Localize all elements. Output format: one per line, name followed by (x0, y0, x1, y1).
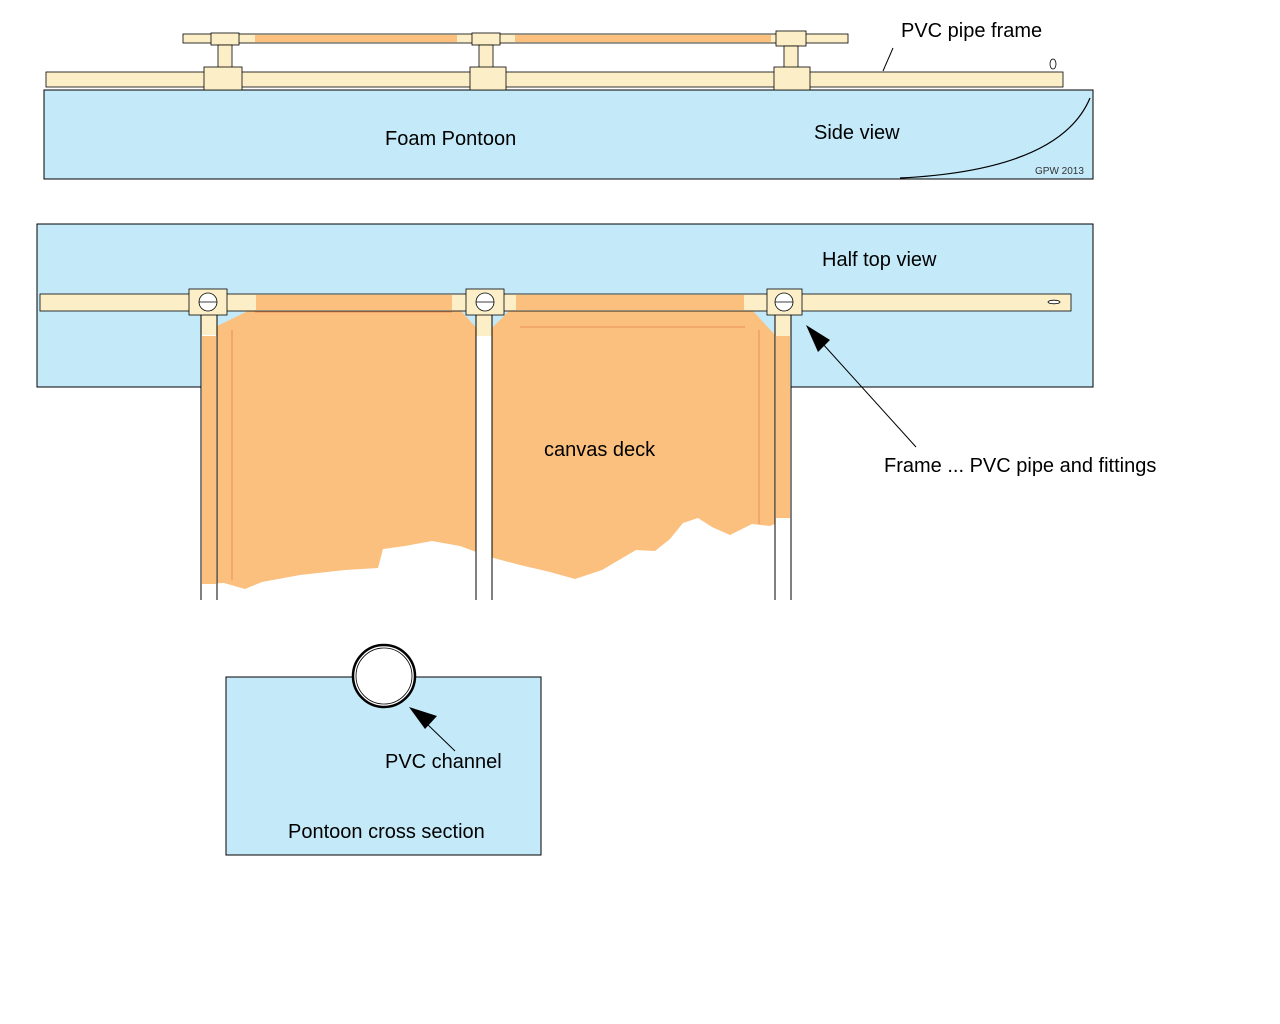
top-view: Half top view canvas deck Frame ... PVC … (36, 223, 1156, 600)
cross-pipe (200, 314, 218, 600)
side-canvas-segment (255, 35, 457, 42)
top-canvas-overlap (516, 295, 744, 310)
top-canvas-overlap (256, 295, 452, 310)
frame-leader-arrow (806, 325, 917, 448)
side-bow-curve (899, 97, 1091, 179)
top-fitting (465, 288, 505, 316)
pvc-channel-circle (351, 643, 417, 709)
side-fitting (469, 32, 507, 91)
side-fitting (203, 32, 243, 91)
cross-pipe (774, 314, 792, 600)
frame-fittings-label: Frame ... PVC pipe and fittings (884, 455, 1156, 477)
side-pontoon-body (43, 89, 1094, 180)
credit-label: GPW 2013 (1035, 166, 1084, 177)
top-pipe-end-hole (1047, 299, 1061, 305)
side-canvas-segment (515, 35, 771, 42)
foam-pontoon-label: Foam Pontoon (385, 128, 516, 150)
pvc-frame-leader (882, 47, 894, 72)
side-fitting (773, 30, 811, 91)
cross-section-label: Pontoon cross section (288, 821, 485, 843)
pvc-pipe-frame-label: PVC pipe frame (901, 20, 1042, 42)
cross-section-view: PVC channel Pontoon cross section (225, 643, 542, 856)
side-lower-pipe (45, 71, 1064, 88)
pvc-channel-leader-arrow (409, 707, 456, 752)
side-pipe-end-hole (1049, 58, 1057, 70)
top-fitting (766, 288, 803, 316)
half-top-view-label: Half top view (822, 249, 937, 271)
canvas-deck-shape (201, 294, 791, 589)
side-view: PVC pipe frame Foam Pontoon Side view GP… (43, 20, 1094, 180)
pvc-channel-label: PVC channel (385, 751, 502, 773)
canvas-deck-label: canvas deck (544, 439, 656, 461)
cross-pipe (475, 314, 493, 600)
top-fitting (188, 288, 228, 316)
side-view-label: Side view (814, 122, 900, 144)
